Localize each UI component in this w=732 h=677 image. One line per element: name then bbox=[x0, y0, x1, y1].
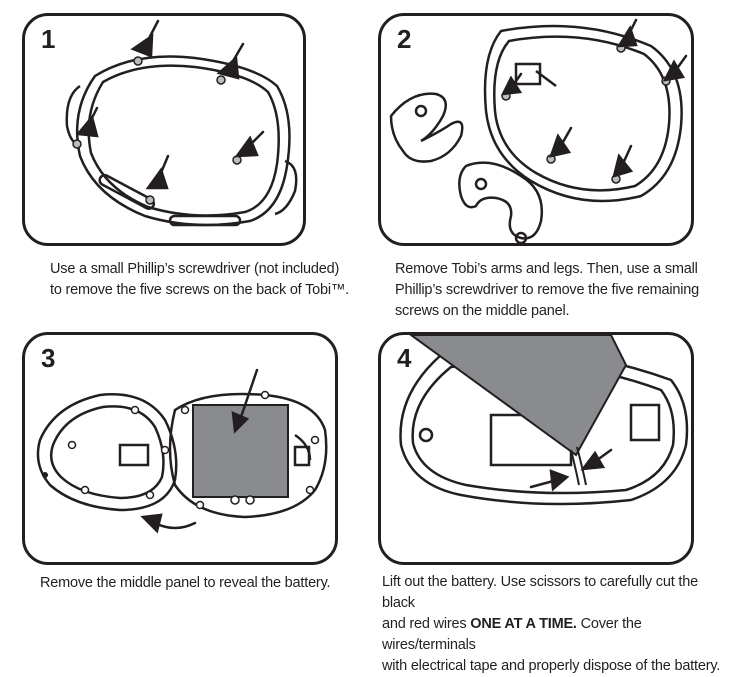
step-4-panel: 4 bbox=[378, 332, 694, 565]
step-3-number: 3 bbox=[41, 343, 56, 373]
step-2-panel: 2 bbox=[378, 13, 694, 246]
step-2-caption: Remove Tobi’s arms and legs. Then, use a… bbox=[395, 259, 699, 322]
step-1-caption-line: Use a small Phillip’s screwdriver (not i… bbox=[50, 261, 340, 277]
step-2-caption-line: screws on the middle panel. bbox=[395, 303, 570, 319]
step-1-panel: 1 bbox=[22, 13, 306, 246]
step-1-caption: Use a small Phillip’s screwdriver (not i… bbox=[50, 259, 349, 301]
step-4-illustration bbox=[399, 335, 689, 506]
step-1-number: 1 bbox=[41, 24, 56, 54]
step-2-number: 2 bbox=[397, 24, 412, 54]
step-4-caption-line: Lift out the battery. Use scissors to ca… bbox=[382, 574, 698, 611]
step-3-illustration bbox=[36, 368, 328, 534]
step-2-caption-line: Remove Tobi’s arms and legs. Then, use a… bbox=[395, 261, 698, 277]
step-4-caption-line: and red wires ONE AT A TIME. Cover the w… bbox=[382, 614, 732, 656]
step-2-illustration bbox=[389, 18, 688, 243]
step-4-caption-text: and red wires bbox=[382, 616, 471, 632]
step-4-caption-line: with electrical tape and properly dispos… bbox=[382, 658, 721, 674]
step-4-number: 4 bbox=[397, 343, 412, 373]
step-2-caption-line: Phillip’s screwdriver to remove the five… bbox=[395, 282, 700, 298]
step-1-illustration bbox=[65, 19, 298, 227]
step-4-caption-emphasis: ONE AT A TIME. bbox=[470, 616, 577, 632]
step-3-panel: 3 bbox=[22, 332, 338, 565]
step-4-caption-text: Cover the wires/terminals bbox=[382, 616, 642, 653]
step-1-caption-line: to remove the five screws on the back of… bbox=[50, 282, 350, 298]
step-3-caption: Remove the middle panel to reveal the ba… bbox=[40, 573, 331, 594]
step-4-caption: Lift out the battery. Use scissors to ca… bbox=[382, 572, 732, 677]
step-3-caption-line: Remove the middle panel to reveal the ba… bbox=[40, 575, 331, 591]
